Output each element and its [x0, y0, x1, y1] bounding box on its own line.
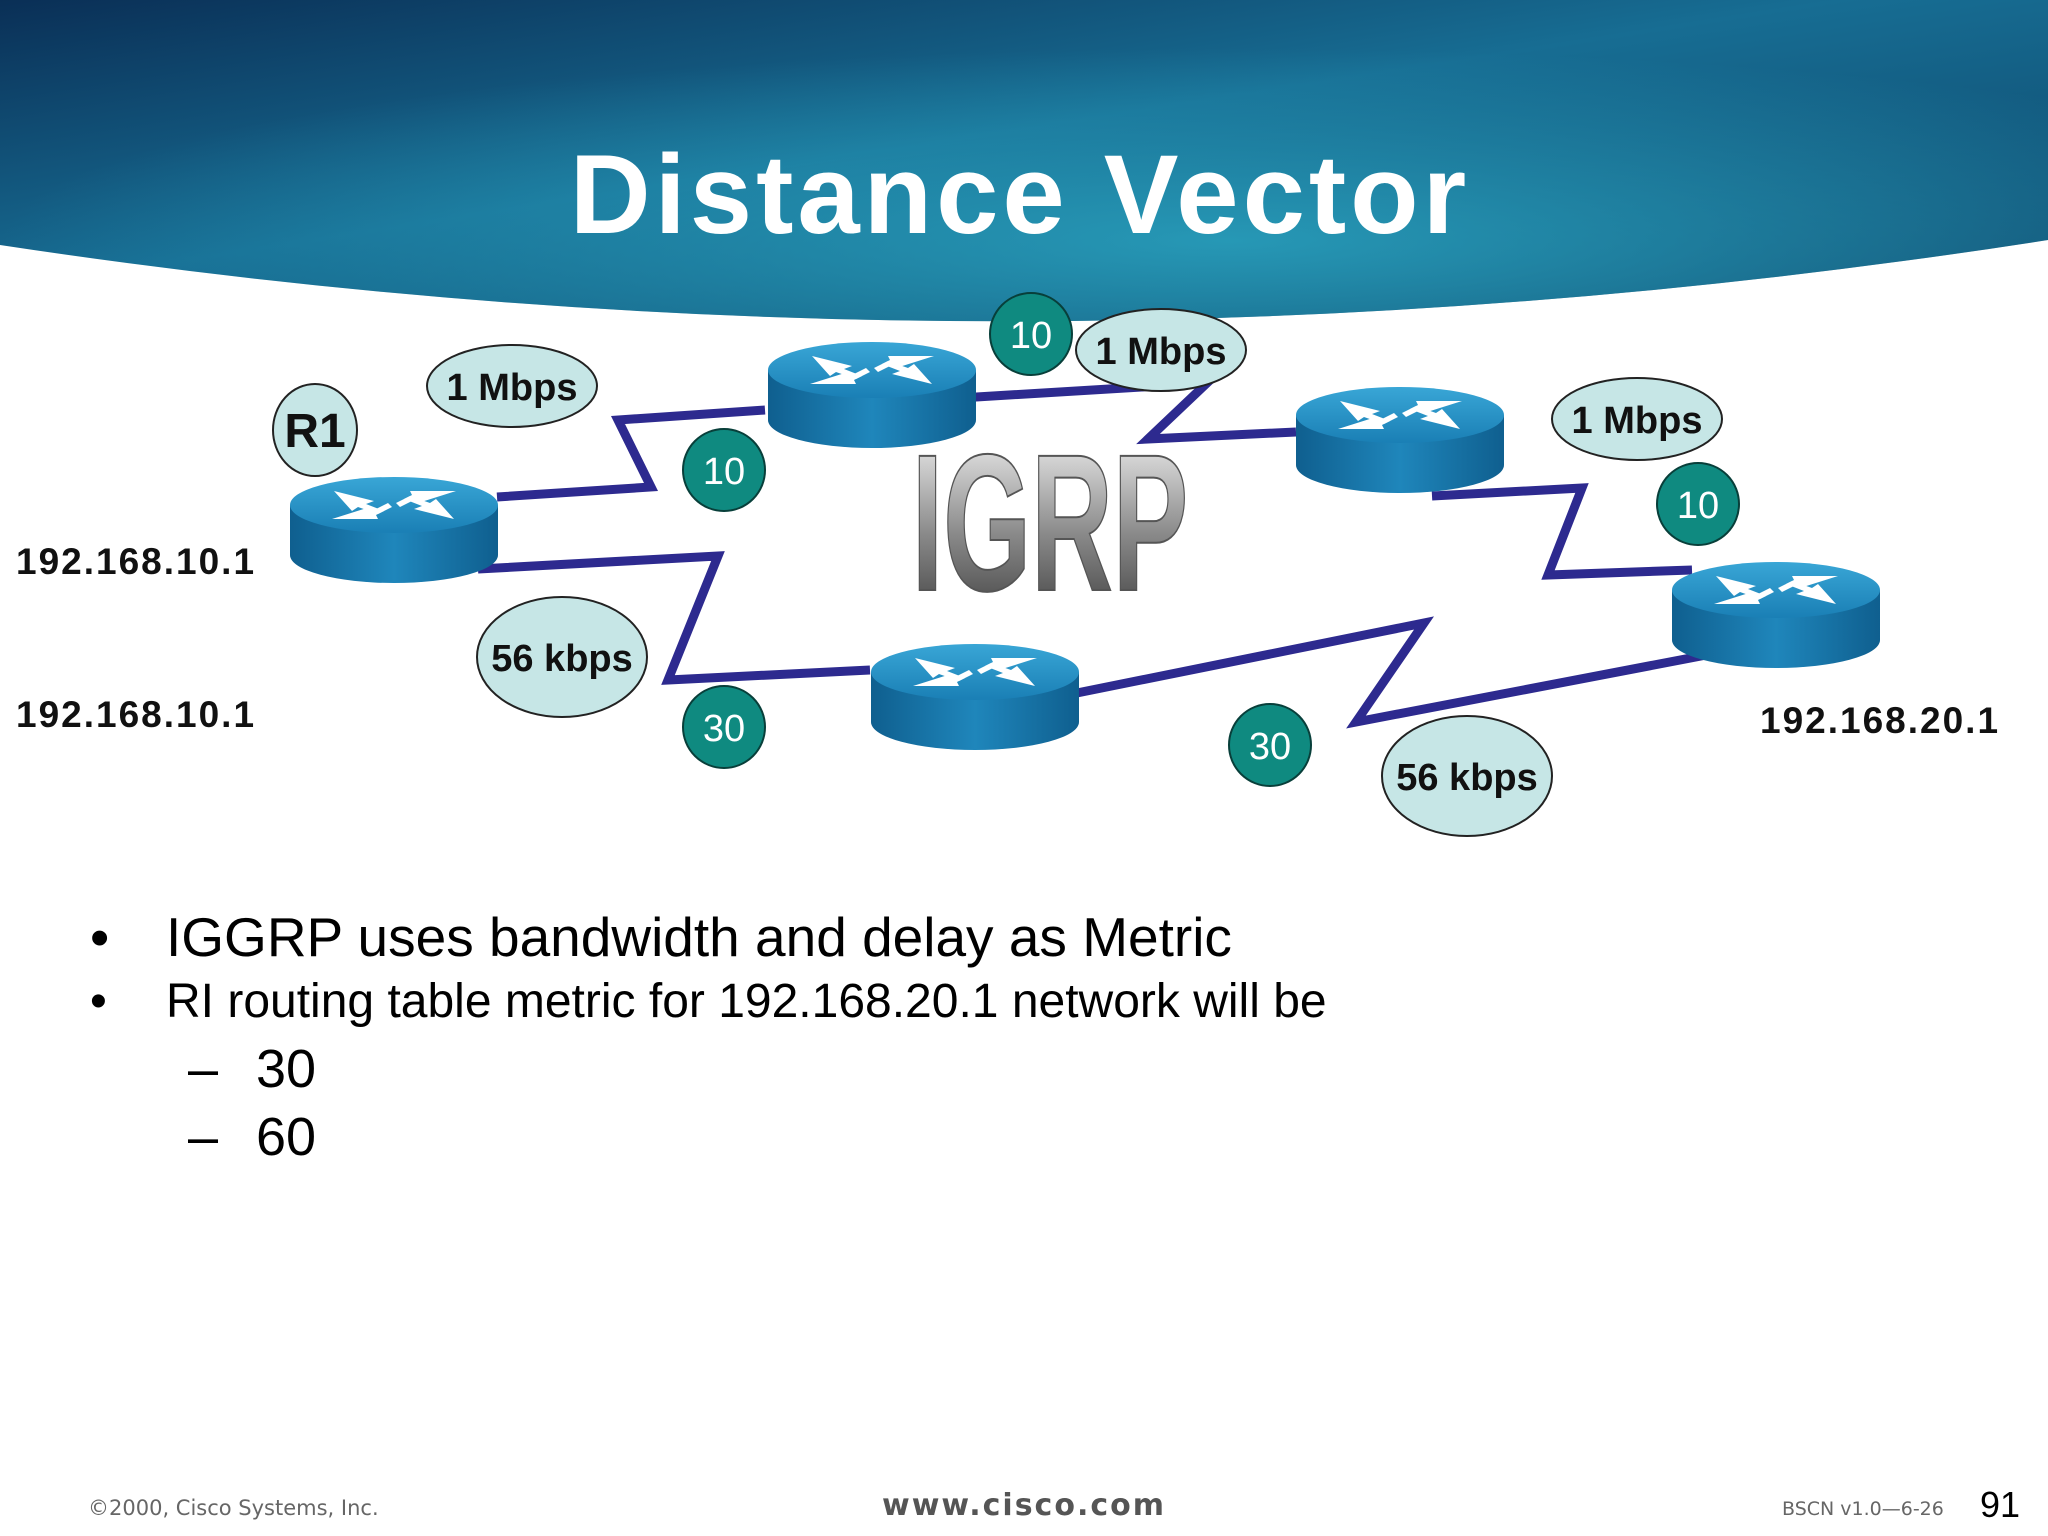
- router-r1[interactable]: [290, 477, 498, 583]
- metric-label: 10: [1677, 485, 1719, 527]
- bandwidth-label: 1 Mbps: [1572, 400, 1703, 442]
- bandwidth-bubble: 1 Mbps: [426, 344, 598, 428]
- footer-copyright: ©2000, Cisco Systems, Inc.: [88, 1496, 379, 1520]
- metric-label: 10: [1010, 315, 1052, 357]
- metric-label: 30: [703, 708, 745, 750]
- metric-circle: 10: [1656, 462, 1740, 546]
- option-item: – 60: [90, 1103, 1790, 1171]
- bullet-symbol: •: [90, 906, 110, 968]
- igrp-label: IGRP: [912, 414, 1188, 632]
- footer-url: www.cisco.com: [882, 1488, 1166, 1523]
- metric-label: 10: [703, 451, 745, 493]
- option-text: 30: [256, 1039, 317, 1099]
- bullet-text: IGGRP uses bandwidth and delay as Metric: [166, 906, 1232, 968]
- ip-label: 192.168.10.1: [16, 694, 256, 735]
- bullet-item: • RI routing table metric for 192.168.20…: [90, 971, 1790, 1033]
- link-r2-r3: [959, 377, 1297, 445]
- ip-label: 192.168.10.1: [16, 541, 256, 582]
- link-r4-r5: [1061, 616, 1723, 729]
- bandwidth-label: 56 kbps: [1396, 757, 1538, 799]
- bandwidth-bubble: 1 Mbps: [1075, 308, 1247, 392]
- option-text: 60: [256, 1107, 317, 1167]
- bullet-list: • IGGRP uses bandwidth and delay as Metr…: [90, 905, 1790, 1171]
- router-icon: [1296, 387, 1504, 493]
- link-r3-r5: [1431, 483, 1693, 580]
- network-links: [477, 377, 1723, 729]
- option-item: – 30: [90, 1035, 1790, 1103]
- footer-course-code: BSCN v1.0—6-26: [1782, 1498, 1944, 1520]
- metric-circle: 30: [682, 685, 766, 769]
- bandwidth-label: 56 kbps: [491, 638, 633, 680]
- metric-circle: 10: [682, 428, 766, 512]
- router-icon: [768, 342, 976, 448]
- link-r1-r2: [496, 405, 766, 502]
- bandwidth-bubble: 56 kbps: [1381, 715, 1553, 837]
- bandwidth-label: 1 Mbps: [1096, 331, 1227, 373]
- header-banner: [0, 0, 2048, 322]
- router-name-bubble: R1: [272, 383, 358, 477]
- bandwidth-label: 1 Mbps: [447, 367, 578, 409]
- router-name-label: R1: [284, 405, 345, 458]
- dash-symbol: –: [188, 1107, 219, 1167]
- page-number: 91: [1980, 1484, 2021, 1525]
- router-r4[interactable]: [871, 644, 1079, 750]
- metric-label: 30: [1249, 726, 1291, 768]
- dash-symbol: –: [188, 1039, 219, 1099]
- metric-circle: 30: [1228, 703, 1312, 787]
- router-r5[interactable]: [1672, 562, 1880, 668]
- bullet-item: • IGGRP uses bandwidth and delay as Metr…: [90, 905, 1790, 969]
- link-r1-r4: [477, 551, 871, 685]
- router-icon: [290, 477, 498, 583]
- bandwidth-bubble: 1 Mbps: [1551, 377, 1723, 461]
- router-r3[interactable]: [1296, 387, 1504, 493]
- metric-circle: 10: [989, 292, 1073, 376]
- ip-label: 192.168.20.1: [1760, 700, 2000, 741]
- slide-title: Distance Vector: [570, 132, 1470, 257]
- bullet-symbol: •: [90, 975, 107, 1028]
- bandwidth-bubble: 56 kbps: [476, 596, 648, 718]
- router-r2[interactable]: [768, 342, 976, 448]
- router-icon: [871, 644, 1079, 750]
- router-icon: [1672, 562, 1880, 668]
- bullet-text: RI routing table metric for 192.168.20.1…: [166, 975, 1327, 1028]
